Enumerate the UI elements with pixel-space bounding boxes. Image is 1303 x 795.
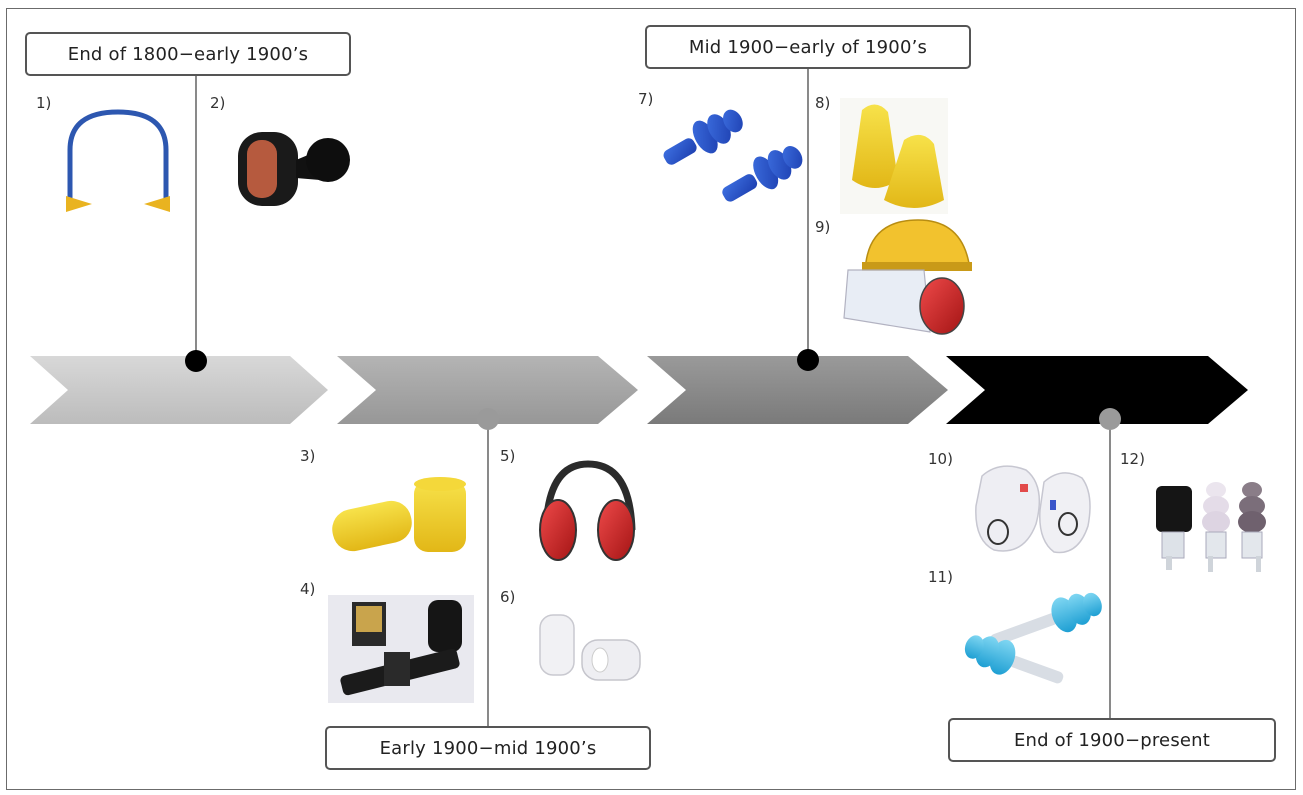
timeline-dot-3: [797, 349, 819, 371]
item-number-5: 5): [500, 447, 516, 465]
timeline-arrow-2: [337, 356, 638, 424]
yellow-foam-earplugs-icon: [332, 477, 466, 552]
figure-frame: [6, 8, 1296, 790]
item-number-10: 10): [928, 450, 953, 468]
period-label-1: End of 1800−early 1900’s: [25, 32, 351, 76]
yellow-tapered-foam-earplugs-icon: [840, 98, 948, 214]
timeline-arrow-1: [30, 356, 328, 424]
item-number-8: 8): [815, 94, 831, 112]
clear-silicone-earplugs-icon: [539, 614, 641, 681]
item-number-7: 7): [638, 90, 654, 108]
item-number-11: 11): [928, 568, 953, 586]
timeline-dot-1: [185, 350, 207, 372]
red-earmuffs-icon: [539, 460, 636, 561]
blue-musician-earplugs-icon: [964, 592, 1102, 684]
timeline-arrow-3: [647, 356, 948, 424]
item-number-9: 9): [815, 218, 831, 236]
period-label-3: Mid 1900−early of 1900’s: [645, 25, 971, 69]
item-number-12: 12): [1120, 450, 1145, 468]
blue-flanged-earplugs-icon: [663, 109, 803, 202]
item-number-6: 6): [500, 588, 516, 606]
timeline-dot-2: [477, 408, 499, 430]
early-earplug-device-photo-icon: [328, 595, 474, 703]
item-number-3: 3): [300, 447, 316, 465]
period-label-2: Early 1900−mid 1900’s: [325, 726, 651, 770]
helmet-with-visor-and-earmuffs-icon: [843, 219, 972, 335]
item-number-2: 2): [210, 94, 226, 112]
item-number-1: 1): [36, 94, 52, 112]
timeline-dot-4: [1099, 408, 1121, 430]
timeline-arrow-4: [946, 356, 1248, 424]
custom-molded-earplugs-icon: [975, 465, 1091, 554]
item-number-4: 4): [300, 580, 316, 598]
period-label-4: End of 1900−present: [948, 718, 1276, 762]
black-rubber-earplug-icon: [238, 132, 350, 206]
earband-hearing-protector-icon: [66, 109, 170, 212]
filtered-earplugs-set-icon: [1156, 482, 1266, 572]
